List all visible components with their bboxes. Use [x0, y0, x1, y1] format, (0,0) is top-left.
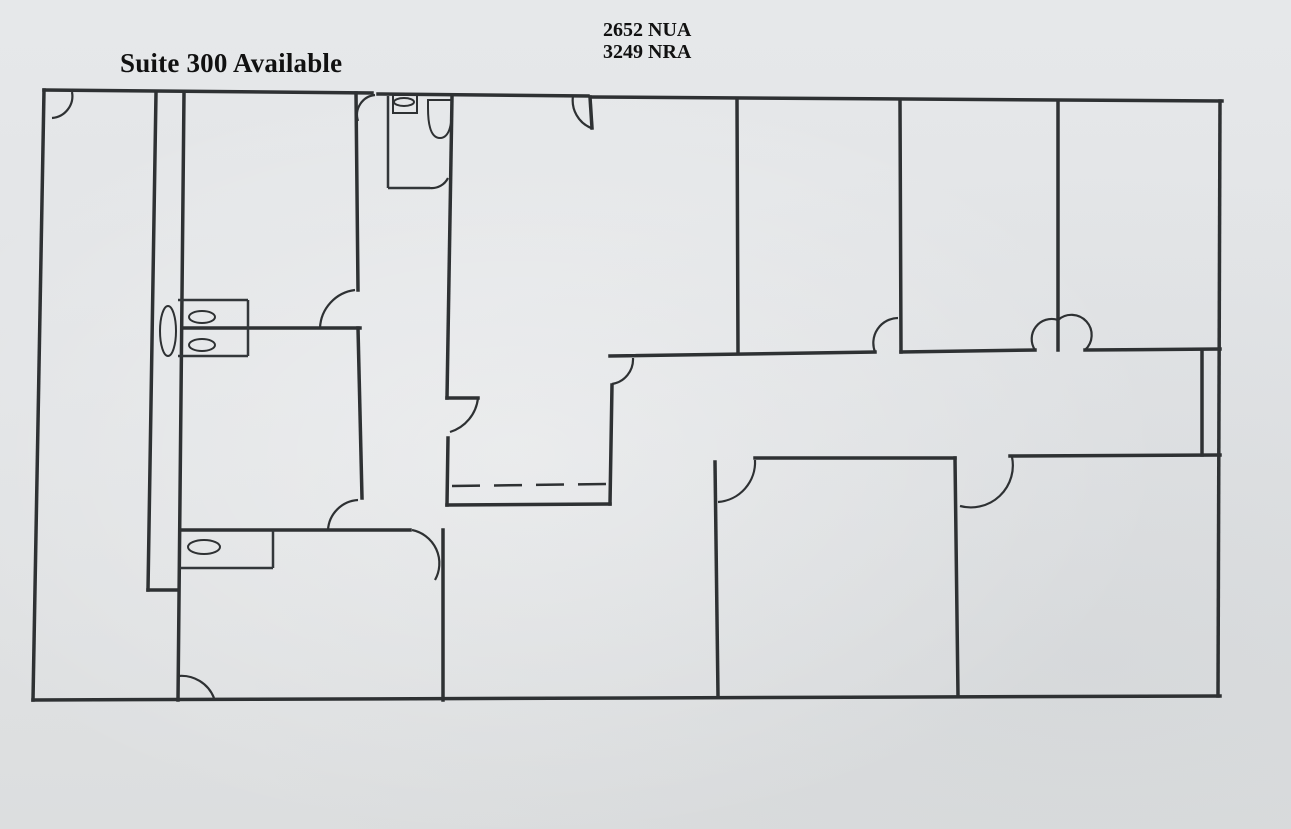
sink-icon — [188, 338, 216, 352]
door-swings — [51, 91, 1093, 699]
wall — [176, 91, 186, 702]
wall — [1008, 453, 1222, 458]
door-swing-icon — [411, 528, 441, 581]
door-swing-icon — [449, 397, 480, 434]
wall — [898, 99, 903, 354]
wall — [608, 350, 877, 358]
door-swing-icon — [318, 288, 356, 329]
wall — [354, 91, 360, 292]
door-swing-icon — [326, 498, 359, 531]
wall — [445, 502, 612, 507]
door-swing-icon — [872, 316, 899, 353]
door-swing-icon — [1057, 313, 1093, 351]
wall — [899, 348, 1037, 354]
door-swing-icon — [51, 91, 74, 120]
vanity-icon — [392, 94, 418, 114]
door-swing-icon — [429, 177, 449, 190]
wall — [445, 436, 450, 507]
toilet-icon — [427, 99, 453, 140]
sink-icon — [159, 305, 177, 357]
door-swing-icon — [959, 456, 1014, 509]
wall — [146, 91, 158, 592]
door-swing-icon — [611, 357, 635, 386]
wall — [1216, 99, 1222, 698]
sink-icon — [188, 310, 216, 324]
wall — [713, 460, 720, 698]
dashed-line — [451, 482, 608, 488]
wall — [1083, 347, 1222, 352]
door-swing-icon — [177, 674, 216, 699]
fixtures — [159, 94, 453, 555]
walls — [31, 88, 1224, 702]
counters-and-partitions — [178, 96, 430, 570]
sink-icon — [187, 539, 221, 555]
wall — [31, 694, 1222, 702]
wall — [356, 326, 364, 500]
dashed-boundary — [451, 482, 608, 488]
door-swing-icon — [717, 459, 757, 504]
wall — [953, 456, 960, 698]
door-swing-icon — [571, 95, 592, 130]
wall — [588, 95, 594, 130]
wall — [42, 88, 374, 95]
area-summary: 2652 NUA 3249 NRA — [603, 19, 691, 63]
wall — [735, 97, 740, 354]
door-swing-icon — [1030, 317, 1059, 351]
suite-title: Suite 300 Available — [120, 48, 343, 78]
wall — [445, 95, 454, 400]
door-swing-icon — [355, 93, 376, 122]
wall — [589, 95, 1224, 103]
wall — [608, 383, 614, 506]
usable-area-label: 2652 NUA — [603, 19, 692, 41]
wall — [31, 88, 46, 702]
sink-icon — [393, 97, 415, 107]
rentable-area-label: 3249 NRA — [603, 41, 692, 63]
